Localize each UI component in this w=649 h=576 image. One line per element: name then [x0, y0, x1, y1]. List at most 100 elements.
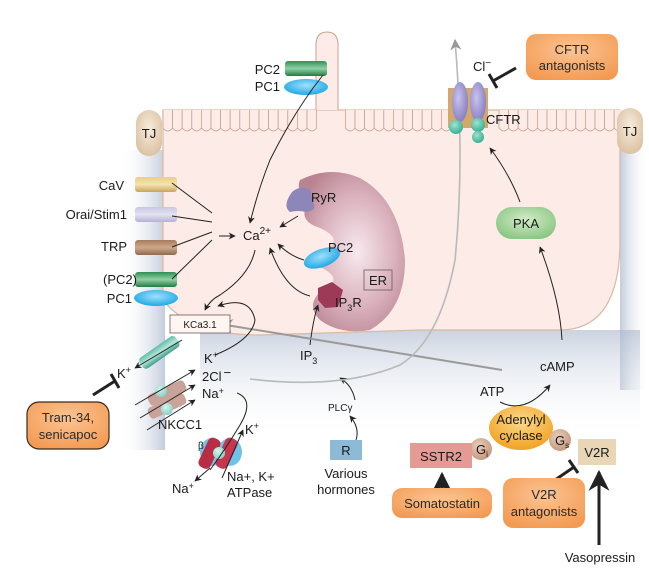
- pc2-basal-label: (PC2): [103, 272, 137, 287]
- various-label: Various: [324, 466, 368, 481]
- somatostatin-drug: [392, 488, 492, 518]
- v2r-inhibition-bar: [567, 459, 580, 474]
- pc1-cilium-receptor: [284, 79, 328, 95]
- microvillus: [546, 110, 557, 132]
- trp-channel: [135, 240, 177, 255]
- hormone-receptor-label: R: [341, 443, 350, 458]
- microvillus: [249, 110, 260, 132]
- nkcc1-label: NKCC1: [158, 417, 202, 432]
- sstr2-receptor: [410, 443, 472, 468]
- pc1-cilium-label: PC1: [255, 79, 280, 94]
- ryr-label: RyR: [311, 190, 336, 205]
- microvillus: [537, 110, 548, 132]
- cftr-label: CFTR: [486, 112, 521, 127]
- k-in-label: K+: [204, 350, 218, 366]
- na-in-label: Na+: [202, 386, 224, 401]
- tight-junction-right: [617, 108, 643, 154]
- v2r-antagonists-line1: V2R: [531, 487, 556, 502]
- microvillus: [393, 110, 404, 132]
- microvilli: [162, 110, 625, 132]
- cftr-inhibition-line: [492, 66, 517, 83]
- orai-stim1-channel: [135, 207, 177, 222]
- microvillus: [383, 110, 394, 132]
- microvillus: [565, 110, 577, 132]
- microvillus: [172, 110, 183, 132]
- plc-gamma-label: PLCγ: [328, 403, 352, 414]
- hormone-receptor: [330, 440, 362, 460]
- microvillus: [575, 110, 586, 132]
- microvillus: [604, 110, 615, 132]
- pc2-er-label: PC2: [328, 240, 353, 255]
- atp-label: ATP: [480, 384, 504, 399]
- microvillus: [220, 110, 231, 132]
- microvillus: [594, 110, 605, 132]
- k-recycle-arrow: [214, 300, 256, 356]
- pka-label: PKA: [513, 216, 539, 231]
- microvillus: [421, 110, 433, 132]
- microvillus: [239, 110, 250, 132]
- pc1-basal-label: PC1: [107, 291, 132, 306]
- pc1-basal-receptor: [134, 290, 178, 306]
- microvillus: [277, 110, 289, 132]
- hormones-label: hormones: [317, 482, 375, 497]
- cav-channel: [135, 177, 177, 192]
- trp-label: TRP: [101, 239, 127, 254]
- gi-label: Gi: [476, 442, 488, 459]
- kca31-channel: [139, 336, 180, 369]
- ip3r-label: IP3R: [335, 295, 362, 313]
- atpase-label-line1: Na+, K+: [227, 469, 275, 484]
- microvillus: [297, 110, 308, 132]
- cftr-channel: [448, 82, 488, 143]
- tj-right-label: TJ: [623, 124, 637, 139]
- sstr2-label: SSTR2: [420, 449, 462, 464]
- microvillus: [402, 110, 413, 132]
- cftr-antagonists-drug: [526, 34, 618, 80]
- er-label-box: [363, 269, 393, 291]
- tram34-label-line1: Tram-34,: [42, 410, 94, 425]
- cftr-inhibition-bar: [487, 73, 499, 89]
- tj-left-label: TJ: [142, 126, 156, 141]
- microvillus: [201, 110, 212, 132]
- adenylyl-cyclase-line1: Adenylyl: [496, 412, 545, 427]
- camp-label: cAMP: [540, 359, 575, 374]
- microvillus: [191, 110, 202, 132]
- somatostatin-label: Somatostatin: [404, 496, 480, 511]
- atpase-label-line2: ATPase: [227, 485, 272, 500]
- r-to-plc-arrow: [349, 415, 358, 441]
- microvillus: [258, 110, 269, 132]
- atpase-arrows: [194, 392, 248, 482]
- gs-label: Gs: [555, 433, 569, 450]
- microvillus: [527, 110, 538, 132]
- beta-subunit-label: β: [198, 441, 204, 452]
- ip3-label: IP3: [300, 348, 317, 366]
- v2r-antagonists-line2: antagonists: [511, 504, 578, 519]
- v2r-label: V2R: [584, 445, 609, 460]
- vasopressin-label: Vasopressin: [565, 550, 636, 565]
- microvillus: [364, 110, 375, 132]
- microvillus: [373, 110, 385, 132]
- 2cl-label: 2Cl−: [202, 365, 231, 384]
- k-efflux-arrow: [134, 339, 183, 369]
- cftr-antagonists-line2: antagonists: [539, 58, 606, 73]
- er-to-ca-arrows: [204, 215, 320, 346]
- microvillus: [556, 110, 567, 132]
- gs-protein: [549, 429, 571, 451]
- orai-stim1-label: Orai/Stim1: [66, 207, 127, 222]
- microvillus: [210, 110, 221, 132]
- tram34-label-line2: senicapoc: [39, 427, 98, 442]
- microvillus: [345, 110, 356, 132]
- k-out-label: K+: [117, 365, 131, 381]
- cl-secretion-path: [249, 38, 462, 384]
- microvillus: [268, 110, 279, 132]
- channel-to-ca-arrows: [171, 74, 324, 280]
- ryr-receptor: [286, 187, 315, 212]
- microvillus: [162, 110, 173, 132]
- microvillus: [181, 110, 193, 132]
- pc2-cilium-label: PC2: [255, 62, 280, 77]
- tram34-senicapoc-drug: [26, 401, 110, 450]
- kca31-channel-box: [169, 314, 231, 334]
- nkcc1-cotransporter: [147, 380, 187, 419]
- camp-to-kca-arrow: [218, 319, 503, 371]
- calcium-label: Ca2+: [243, 226, 271, 243]
